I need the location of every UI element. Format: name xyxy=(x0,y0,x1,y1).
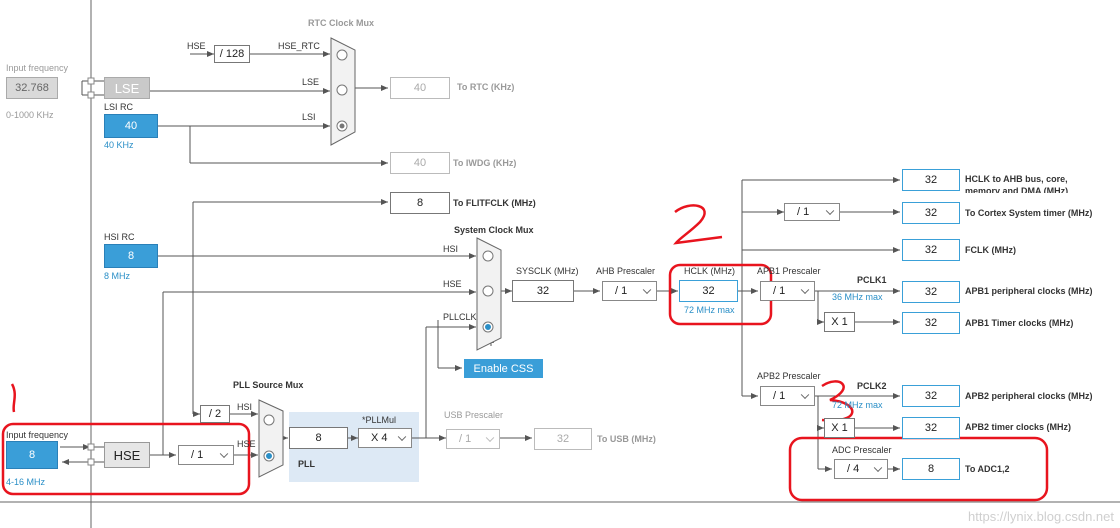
ahb-prescaler-select[interactable]: / 1 xyxy=(602,281,657,301)
rtc-lsi-input-label: LSI xyxy=(302,112,316,122)
rtc-div128: / 128 xyxy=(214,45,250,63)
flitfclk-output-value: 8 xyxy=(390,192,450,214)
pll-input-value: 8 xyxy=(289,427,348,449)
cortex-divider-value: / 1 xyxy=(797,206,810,218)
chevron-down-icon xyxy=(873,463,883,473)
rtc-lse-input-label: LSE xyxy=(302,77,320,87)
hse-prediv-select[interactable]: / 1 xyxy=(178,445,234,465)
hclk-max: 72 MHz max xyxy=(684,305,735,315)
apb1-timer-label: APB1 Timer clocks (MHz) xyxy=(965,318,1074,328)
to-flitfclk-label: To FLITFCLK (MHz) xyxy=(453,198,536,208)
usb-prescaler-value: / 1 xyxy=(459,433,472,445)
apb2-timer-value: 32 xyxy=(902,417,960,439)
lse-oscillator[interactable]: LSE xyxy=(104,77,150,99)
to-usb-label: To USB (MHz) xyxy=(597,434,656,444)
pclk2-label: PCLK2 xyxy=(857,381,887,391)
rtc-clock-mux-title: RTC Clock Mux xyxy=(308,18,375,28)
enable-css-button[interactable]: Enable CSS xyxy=(464,359,543,378)
usb-output-value: 32 xyxy=(534,428,592,450)
lsi-rc-value: 40 xyxy=(104,114,158,138)
to-rtc-label: To RTC (KHz) xyxy=(457,82,515,92)
hse-prediv-value: / 1 xyxy=(191,449,204,461)
hclk-bus-value: 32 xyxy=(902,169,960,191)
lse-input-frequency-label: Input frequency xyxy=(6,63,69,73)
chevron-down-icon xyxy=(825,206,835,216)
chevron-down-icon xyxy=(800,285,810,295)
apb1-peripheral-label: APB1 peripheral clocks (MHz) xyxy=(965,286,1093,296)
pclk1-label: PCLK1 xyxy=(857,275,887,285)
apb1-peripheral-value: 32 xyxy=(902,281,960,303)
ahb-prescaler-value: / 1 xyxy=(615,285,628,297)
adc-output-label: To ADC1,2 xyxy=(965,464,1010,474)
pllmul-label: *PLLMul xyxy=(362,415,397,425)
apb2-timer-label: APB2 timer clocks (MHz) xyxy=(965,422,1072,432)
chevron-down-icon xyxy=(800,390,810,400)
chevron-down-icon xyxy=(397,432,407,442)
lsi-rc-label: LSI RC xyxy=(104,102,134,112)
lse-input-frequency-field[interactable]: 32.768 xyxy=(6,77,58,99)
fclk-label: FCLK (MHz) xyxy=(965,245,1016,255)
apb2-prescaler-label: APB2 Prescaler xyxy=(757,371,821,381)
hclk-label: HCLK (MHz) xyxy=(684,266,735,276)
apb2-peripheral-value: 32 xyxy=(902,385,960,407)
apb2-prescaler-value: / 1 xyxy=(773,390,786,402)
rtc-output-value: 40 xyxy=(390,77,450,99)
pll-mux-hse-label: HSE xyxy=(237,439,256,449)
apb1-timer-multiplier: X 1 xyxy=(824,312,855,332)
lse-frequency-range: 0-1000 KHz xyxy=(6,110,54,120)
sysmux-hsi-label: HSI xyxy=(443,244,459,254)
cortex-timer-value: 32 xyxy=(902,202,960,224)
hclk-input-field[interactable]: 32 xyxy=(679,280,738,302)
sysclk-label: SYSCLK (MHz) xyxy=(516,266,579,276)
to-iwdg-label: To IWDG (KHz) xyxy=(453,158,517,168)
apb1-prescaler-select[interactable]: / 1 xyxy=(760,281,815,301)
pllmul-value: X 4 xyxy=(371,432,388,444)
hse-oscillator[interactable]: HSE xyxy=(104,442,150,468)
iwdg-output-value: 40 xyxy=(390,152,450,174)
sysmux-hse-label: HSE xyxy=(443,279,462,289)
chevron-down-icon xyxy=(485,433,495,443)
hclk-bus-label: HCLK to AHB bus, core, memory and DMA (M… xyxy=(965,174,1069,193)
apb2-prescaler-select[interactable]: / 1 xyxy=(760,386,815,406)
adc-prescaler-value: / 4 xyxy=(847,463,860,475)
pll-label: PLL xyxy=(298,459,315,469)
rtc-hse-input-label: HSE xyxy=(187,41,206,51)
usb-prescaler-select[interactable]: / 1 xyxy=(446,429,500,449)
sysclk-value: 32 xyxy=(512,280,574,302)
chevron-down-icon xyxy=(219,449,229,459)
adc-prescaler-select[interactable]: / 4 xyxy=(834,459,888,479)
apb1-prescaler-value: / 1 xyxy=(773,285,786,297)
hse-rtc-label: HSE_RTC xyxy=(278,41,320,51)
ahb-prescaler-label: AHB Prescaler xyxy=(596,266,656,276)
pclk1-max: 36 MHz max xyxy=(832,292,883,302)
hse-input-frequency-label: Input frequency xyxy=(6,430,69,440)
apb2-timer-multiplier: X 1 xyxy=(824,418,855,438)
watermark: https://lynix.blog.csdn.net xyxy=(968,509,1114,524)
hse-input-frequency-field[interactable]: 8 xyxy=(6,441,58,469)
pll-mux-hsi-label: HSI xyxy=(237,402,253,412)
pll-source-mux-title: PLL Source Mux xyxy=(233,380,304,390)
cortex-timer-label: To Cortex System timer (MHz) xyxy=(965,208,1093,218)
adc-prescaler-label: ADC Prescaler xyxy=(832,445,892,455)
cortex-timer-divider-select[interactable]: / 1 xyxy=(784,203,840,221)
fclk-value: 32 xyxy=(902,239,960,261)
pclk2-max: 72 MHz max xyxy=(832,400,883,410)
system-clock-mux-title: System Clock Mux xyxy=(454,225,534,235)
usb-prescaler-label: USB Prescaler xyxy=(444,410,504,420)
hsi-frequency: 8 MHz xyxy=(104,271,131,281)
chevron-down-icon xyxy=(642,285,652,295)
lsi-frequency: 40 KHz xyxy=(104,140,134,150)
apb1-timer-value: 32 xyxy=(902,312,960,334)
pllmul-select[interactable]: X 4 xyxy=(358,428,412,448)
apb1-prescaler-label: APB1 Prescaler xyxy=(757,266,821,276)
pll-hsi-div2: / 2 xyxy=(200,405,230,423)
pll-source-mux xyxy=(258,399,284,478)
hse-frequency-range: 4-16 MHz xyxy=(6,477,46,487)
apb2-peripheral-label: APB2 peripheral clocks (MHz) xyxy=(965,391,1093,401)
hsi-rc-value: 8 xyxy=(104,244,158,268)
annotation-box-1 xyxy=(1,422,251,496)
adc-output-value: 8 xyxy=(902,458,960,480)
sysmux-pllclk-label: PLLCLK xyxy=(443,312,477,322)
hsi-rc-label: HSI RC xyxy=(104,232,135,242)
